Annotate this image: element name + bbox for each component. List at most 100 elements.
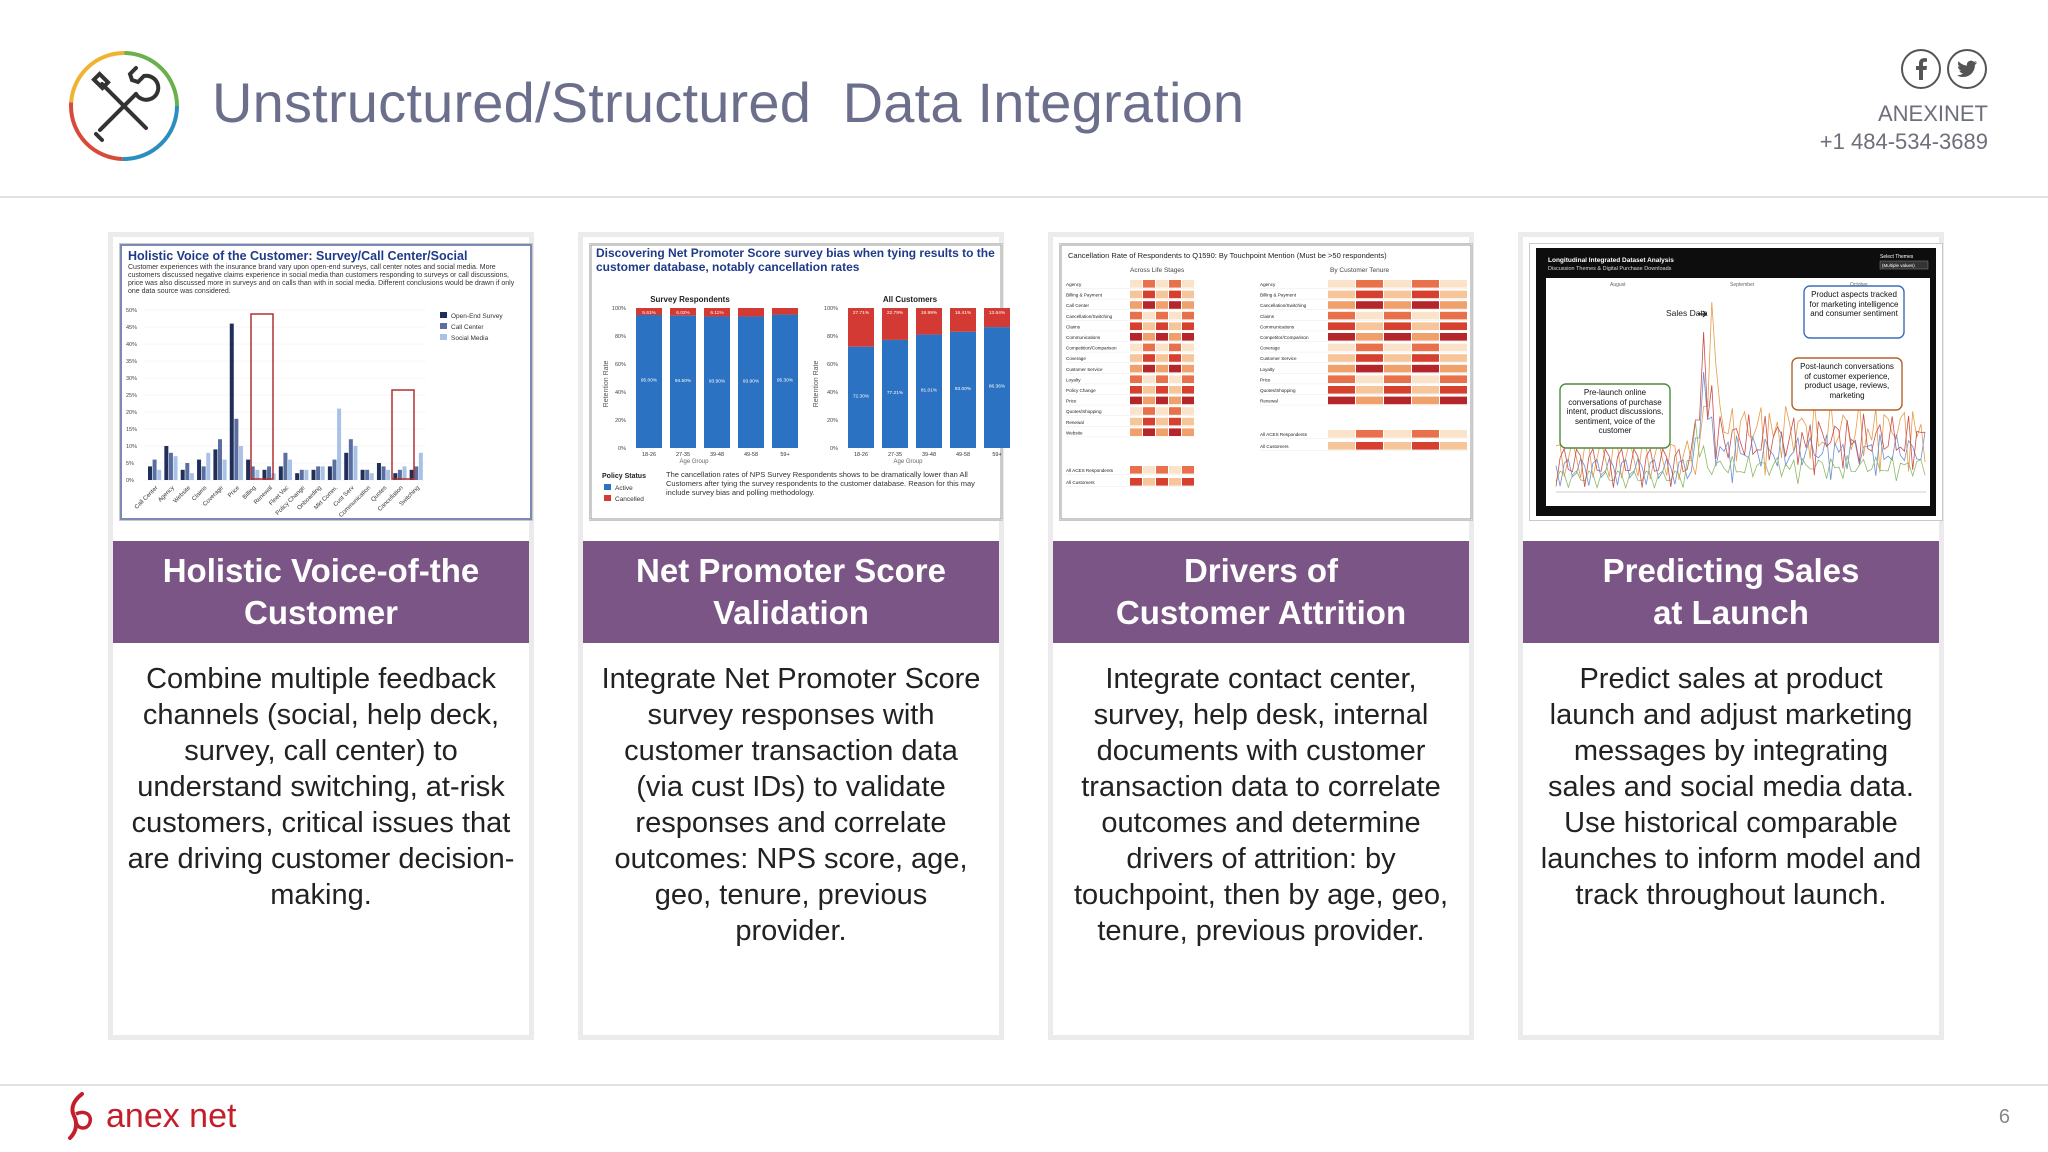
heat-cell [1143,478,1155,486]
voc-bar [365,469,370,480]
row-label: Quotes/Shopping [1066,409,1102,414]
svg-text:Age Group: Age Group [679,459,709,465]
svg-text:Policy Status: Policy Status [602,473,646,480]
cancelled-bar [670,308,696,316]
row-label: Renewal [1260,399,1278,404]
card-band: Predicting Sales at Launch [1523,541,1939,643]
heat-cell [1169,280,1181,288]
heat-cell [1182,301,1194,309]
row-label: Cancellation/Switching [1066,314,1113,319]
row-label: Cancellation/Switching [1260,303,1307,308]
heat-cell [1156,333,1168,341]
voc-bar [369,473,374,480]
ytick-label: 40% [827,390,838,396]
ytick-label: 35% [126,359,137,365]
active-bar [882,339,908,448]
heat-cell [1169,466,1181,474]
heat-cell [1182,417,1194,426]
heat-cell [1384,430,1411,438]
heat-cell [1130,466,1142,474]
heat-cell [1156,478,1168,486]
heat-cell [1412,290,1439,299]
ytick-label: 0% [830,446,838,452]
cancelled-bar [738,308,764,317]
heat-cell [1143,396,1155,405]
heat-cell [1356,354,1383,362]
heat-cell [1156,407,1168,415]
row-label: Policy Change [1066,388,1096,393]
card-band: Net Promoter Score Validation [583,541,999,643]
twitter-icon[interactable] [1946,48,1988,90]
row-label: Competition/Comparison [1066,346,1117,351]
heat-cell [1356,364,1383,373]
heat-cell [1384,333,1411,341]
facebook-icon[interactable] [1900,48,1942,90]
voc-bar [189,473,194,480]
heat-cell [1130,386,1142,394]
group-label: 18-26 [642,452,656,458]
voc-bar [316,466,321,480]
active-label: 95.30% [777,377,794,383]
ytick-label: 20% [827,418,838,424]
heat-cell [1412,311,1439,320]
voc-bar [397,469,402,480]
heat-cell [1182,290,1194,299]
heat-cell [1143,311,1155,320]
heat-cell [1440,442,1467,450]
voc-bar [381,466,386,480]
heat-cell [1356,343,1383,352]
cancelled-bar [704,308,730,317]
cancel-label: 5.61% [642,310,656,316]
heat-cell [1328,322,1355,330]
heat-cell [1169,343,1181,352]
active-label: 81.01% [921,387,938,393]
voc-bar [327,466,332,480]
active-bar [984,327,1010,448]
group-label: 59+ [780,452,789,458]
heat-cell [1412,280,1439,288]
heat-cell [1182,375,1194,383]
active-label: 93.90% [743,378,760,384]
heat-cell [1143,428,1155,436]
voc-bar [218,439,223,480]
anexinet-logo[interactable]: anex net [66,1092,236,1140]
heat-cell [1156,386,1168,394]
heat-cell [1356,386,1383,394]
card-description: Combine multiple feedback channels (soci… [127,663,515,911]
heat-cell [1130,290,1142,299]
voc-bar [222,459,227,480]
heat-cell [1182,364,1194,373]
heat-cell [1384,375,1411,383]
cancelled-bar [772,308,798,315]
ytick-label: 80% [615,334,626,340]
heat-cell [1156,375,1168,383]
heat-cell [1143,322,1155,330]
card-description: Predict sales at product launch and adju… [1540,663,1922,911]
cancel-label: 16.41% [955,310,972,316]
heat-cell [1143,364,1155,373]
row-label: Call Center [1066,303,1089,308]
card-voice-of-customer: Holistic Voice of the Customer: Survey/C… [108,232,534,1040]
callout-postlaunch: Post-launch conversations of customer ex… [1800,362,1894,400]
card-band: Holistic Voice-of-the Customer [113,541,529,643]
row-label: Loyalty [1066,377,1081,382]
card-customer-attrition: Cancellation Rate of Respondents to Q159… [1048,232,1474,1040]
voc-bar [332,459,337,480]
cancel-label: 27.71% [853,310,870,316]
heat-cell [1440,375,1467,383]
heat-cell [1156,396,1168,405]
heat-cell [1182,478,1194,486]
active-label: 93.90% [709,378,726,384]
ytick-label: 0% [618,446,626,452]
row-label: Quotes/Shopping [1260,388,1296,393]
ytick-label: 0% [126,478,134,484]
heat-cell [1143,417,1155,426]
row-label: Agency [1066,282,1082,287]
voc-bar [229,323,234,480]
heat-cell [1384,354,1411,362]
row-label: All ACES Respondents [1260,432,1308,437]
thumb3-title: Cancellation Rate of Respondents to Q159… [1068,251,1387,260]
active-bar [916,334,942,448]
heat-cell [1143,280,1155,288]
group-label: 18-26 [854,452,868,458]
